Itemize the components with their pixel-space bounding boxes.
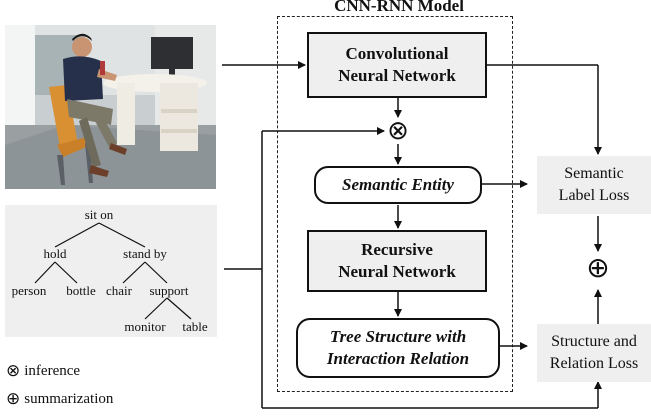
- tree-edges: [34, 222, 192, 320]
- scene-illustration: [5, 25, 216, 189]
- rnn-label-line1: Recursive: [361, 239, 433, 259]
- tree-node-stand-by: stand by: [123, 246, 167, 261]
- cnn-label-line1: Convolutional: [345, 43, 449, 63]
- tree-node-monitor: monitor: [124, 319, 166, 334]
- inference-legend-icon: ⊗: [6, 361, 21, 381]
- inference-operator: ⊗: [385, 118, 411, 144]
- rnn-label-line2: Neural Network: [338, 262, 456, 281]
- tree-node-support: support: [149, 283, 189, 298]
- tree-structure-line1: Tree Structure with: [329, 326, 467, 346]
- inference-legend-label: inference: [24, 362, 81, 379]
- legend-inference: ⊗ inference: [6, 361, 80, 381]
- semantic-entity-box: Semantic Entity: [314, 166, 482, 204]
- tree-node-bottle: bottle: [66, 283, 96, 298]
- tree-structure-line2: Interaction Relation: [326, 349, 470, 368]
- summarization-legend-label: summarization: [24, 390, 114, 407]
- semantic-loss-line1: Semantic: [564, 164, 624, 182]
- tree-node-root: sit on: [84, 207, 114, 222]
- cnn-rnn-frame: [277, 16, 513, 392]
- summarization-operator: ⊕: [584, 254, 612, 282]
- summarization-legend-icon: ⊕: [6, 389, 21, 409]
- legend-summarization: ⊕ summarization: [6, 389, 113, 409]
- structure-loss-line2: Relation Loss: [549, 355, 639, 372]
- model-title: CNN-RNN Model: [334, 0, 464, 15]
- structure-loss-line1: Structure and: [551, 332, 637, 350]
- cnn-label-line2: Neural Network: [338, 66, 456, 85]
- tree-node-chair: chair: [106, 283, 132, 298]
- tree-node-person: person: [11, 283, 47, 298]
- input-photo: [5, 25, 216, 189]
- semantic-loss-line2: Label Loss: [558, 187, 630, 204]
- tree-node-table: table: [182, 319, 208, 334]
- tree-node-hold: hold: [43, 246, 67, 261]
- tree-panel: sit on hold stand by person bottle chair…: [5, 205, 217, 337]
